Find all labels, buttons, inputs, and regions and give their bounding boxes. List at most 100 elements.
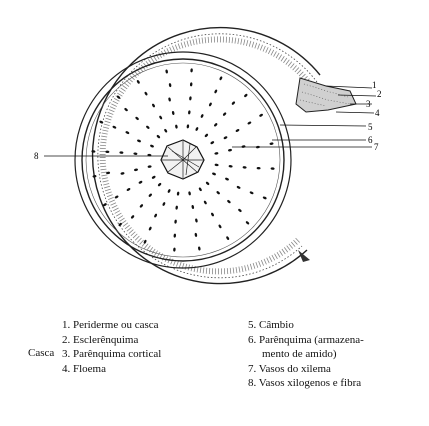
vessel-dot [203,200,207,205]
legend-item: 6. Parênquima (armazena- [248,333,364,348]
legend-item: 2. Esclerênquima [62,333,161,348]
vessel-dot [175,205,178,209]
legend-item: 8. Vasos xilogenos e fibra [248,376,364,391]
vessel-dot [151,103,155,108]
vessel-dot [226,236,230,241]
vessel-dot [222,112,226,117]
vessel-dot [219,76,223,81]
vessel-dot [270,167,274,170]
label-1: 1 [372,80,377,90]
vessel-dot [144,91,148,96]
vessel-dot [198,187,202,192]
vessel-dot [223,136,228,140]
vessel-dot [218,224,222,229]
legend-left-column: 1. Periderme ou casca 2. Esclerênquima 3… [62,318,161,376]
vessel-dot [231,101,235,106]
vessel-dot [190,68,193,72]
vessel-dot [227,199,232,203]
vessel-dot [156,134,161,138]
legend-item: 4. Floema [62,362,161,377]
vessel-dot [99,120,104,124]
vessel-dot [159,115,163,120]
vessel-dot [210,212,214,217]
label-5: 5 [368,122,373,132]
vessel-dot [162,202,166,207]
vessel-dot [148,226,152,231]
vessel-dot [130,215,134,220]
vessel-dot [125,131,130,135]
casca-group-label: Casca [28,347,54,359]
vessel-dot [259,113,264,117]
vessel-dot [200,114,204,119]
vessel-dot [175,124,178,128]
vessel-dot [169,83,172,87]
vessel-dot [147,165,151,168]
vessel-dot [194,233,197,237]
vessel-dot [238,208,243,212]
vessel-dot [214,152,218,155]
vessel-dot [138,180,143,184]
vessel-dot [134,168,138,171]
vessel-dot [165,69,168,73]
vessel-dot [119,151,123,154]
vessel-dot [213,123,217,128]
vessel-dot [146,125,151,129]
label-4: 4 [375,108,380,118]
vessel-dot [269,142,273,145]
vessel-dot [256,167,260,170]
vessel-dot [186,124,189,128]
vessel-dot [114,195,119,199]
stem-cross-section-diagram: 1 2 3 4 5 6 7 8 [0,0,429,310]
label-2: 2 [377,89,382,99]
vessel-dot [150,144,155,148]
vessel-dot [191,205,194,209]
cortical-parenchyma-band [103,39,313,271]
vessel-dot [126,187,131,191]
legend-item: 3. Parênquima cortical [62,347,161,362]
vessel-dot [136,80,140,85]
vessel-dot [151,175,156,179]
vessel-dot [212,172,217,176]
vessel-dot [135,116,140,120]
vessel-dot [164,128,168,133]
legend-item: mento de amido) [248,347,364,362]
vessel-dot [236,185,241,189]
vessel-dot [262,196,267,200]
vessel-dot [148,193,152,198]
vessel-dot [173,233,176,237]
vessel-dot [92,175,96,178]
vessel-dot [105,150,109,153]
legend-item: 5. Câmbio [248,318,364,333]
vessel-dot [210,141,215,145]
label-3: 3 [366,99,371,109]
label-6: 6 [368,135,373,145]
vessel-dot [189,96,192,100]
legend-right-column: 5. Câmbio 6. Parênquima (armazena- mento… [248,318,364,391]
legend-item: 1. Periderme ou casca [62,318,161,333]
vessel-dot [204,133,208,138]
vessel-dot [188,110,191,114]
vessel-dot [216,190,221,194]
vessel-dot [157,182,161,187]
vessel-dot [245,221,250,226]
vessel-dot [167,189,171,194]
vessel-dot [214,89,218,94]
vessel-dot [242,166,246,169]
vessel-dot [168,97,171,101]
vessel-dot [133,152,137,155]
vessel-dot [208,102,212,107]
vessel-dot [244,93,249,98]
vessel-dot [205,181,210,185]
vessel-dot [249,191,254,195]
vessel-dot [124,107,129,111]
vessel-dot [190,82,193,86]
vessel-dot [235,128,240,132]
legend-item: 7. Vasos do xilema [248,362,364,377]
vessel-dot [174,219,177,223]
vessel-dot [177,191,180,195]
vessel-dot [112,125,117,129]
vessel-dot [120,172,124,175]
vessel-dot [154,213,158,218]
vessel-dot [137,139,142,143]
vessel-dot [247,121,252,125]
